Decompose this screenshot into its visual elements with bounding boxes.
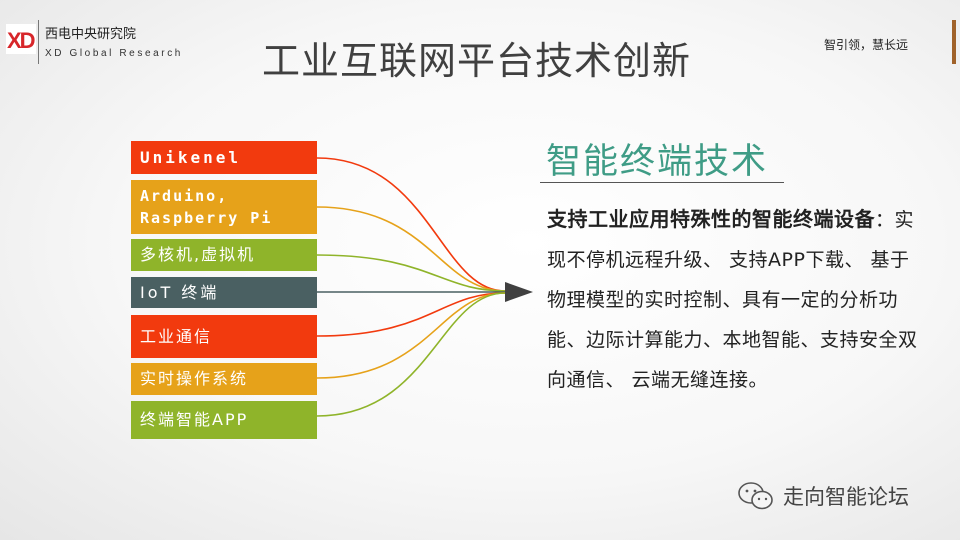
label-industrial-comm: 工业通信: [131, 315, 317, 358]
wechat-icon: [738, 482, 773, 510]
account-name: 走向智能论坛: [783, 485, 909, 509]
page-title: 工业互联网平台技术创新: [262, 39, 692, 83]
logo-divider: [38, 20, 39, 64]
arrow-head-icon: [505, 282, 533, 302]
label-iot-terminal: IoT 终端: [131, 277, 317, 308]
body-lead: 支持工业应用特殊性的智能终端设备: [547, 207, 875, 231]
body-detail: ：实现不停机远程升级、 支持APP下载、 基于物理模型的实时控制、具有一定的分析…: [547, 209, 918, 391]
wechat-account: 走向智能论坛: [737, 481, 909, 511]
connector-line: [316, 206, 506, 292]
slogan: 智引领，慧长远: [824, 38, 909, 52]
org-name-cn: 西电中央研究院: [45, 27, 137, 42]
label-arduino: Arduino, Raspberry Pi: [131, 180, 317, 234]
label-multicore: 多核机,虚拟机: [131, 239, 317, 271]
section-body: 支持工业应用特殊性的智能终端设备：实现不停机远程升级、 支持APP下载、 基于物…: [547, 199, 927, 400]
label-unikernel: Unikenel: [131, 141, 317, 174]
xd-logo-icon: XD: [6, 24, 36, 54]
org-name-en: XD Global Research: [45, 48, 183, 59]
label-terminal-app: 终端智能APP: [131, 401, 317, 439]
section-heading: 智能终端技术: [546, 142, 769, 182]
svg-text:XD: XD: [7, 28, 35, 53]
connector-line: [316, 292, 506, 337]
connector-line: [316, 292, 506, 417]
connector-line: [316, 157, 506, 292]
connector-line: [316, 254, 506, 292]
connector-line: [316, 292, 506, 379]
heading-underline: [540, 182, 784, 183]
accent-bar: [952, 20, 956, 64]
label-rtos: 实时操作系统: [131, 363, 317, 395]
